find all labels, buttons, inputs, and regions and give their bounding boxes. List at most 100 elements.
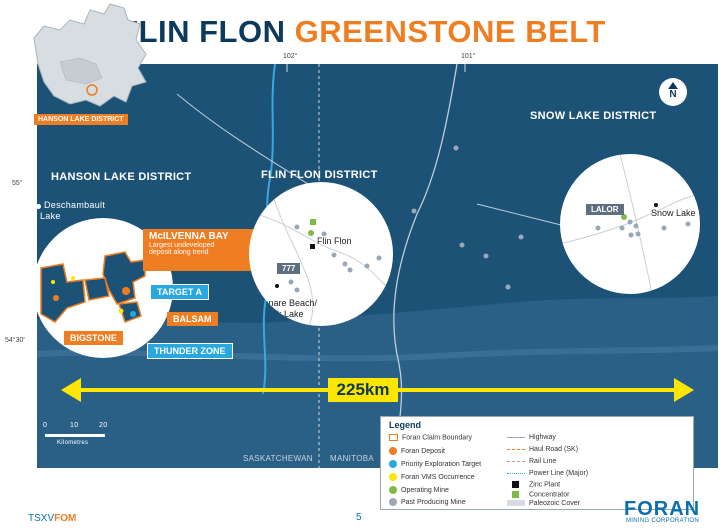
claim-boundary-icon	[389, 434, 398, 441]
target-a-tag: TARGET A	[150, 284, 209, 300]
denare-label: Denare Beach/	[257, 298, 318, 308]
scale-10: 10	[70, 422, 79, 429]
canada-inset-map: HANSON LAKE DISTRICT	[30, 2, 150, 130]
legend-item-power: Power Line (Major)	[507, 470, 588, 477]
mine-777-tag: 777	[277, 263, 301, 274]
shoreline	[37, 345, 718, 362]
hanson-district-label: HANSON LAKE DISTRICT	[51, 171, 192, 183]
inset-hanson-tag: HANSON LAKE DISTRICT	[34, 114, 128, 125]
balsam-tag: BALSAM	[167, 312, 218, 326]
legend-label: Concentrator	[529, 491, 570, 499]
scale-unit: Kilometres	[57, 440, 89, 446]
compass-label: N	[669, 89, 677, 100]
exploration-target-icon	[389, 460, 397, 468]
legend-label: Zinc Plant	[529, 481, 561, 489]
scale-0: 0	[43, 422, 48, 429]
paleozoic-cover-icon	[507, 500, 525, 507]
past-mine	[518, 234, 524, 240]
legend-label: Haul Road (SK)	[529, 446, 579, 453]
highway-icon	[507, 436, 525, 438]
distance-label: 225km	[328, 378, 398, 402]
ticker: TSXVFOM	[28, 513, 76, 524]
map-legend: Legend Foran Claim Boundary Foran Deposi…	[380, 416, 694, 510]
concentrator-icon	[512, 491, 519, 498]
haul-road-icon	[507, 448, 525, 450]
legend-item-operating: Operating Mine	[389, 486, 449, 494]
north-arrow-icon	[668, 82, 678, 89]
vms-occurrence-icon	[389, 473, 397, 481]
lalor-tag: LALOR	[586, 204, 624, 215]
page-title: FLIN FLON GREENSTONE BELT	[0, 14, 725, 50]
flinflon-district-label: FLIN FLON DISTRICT	[261, 169, 378, 181]
flinflon-town-label: Flin Flon	[317, 236, 352, 246]
flinflon-inset-circle: Flin Flon Denare Beach/ Amisk Lake 777	[249, 182, 393, 326]
highway	[393, 64, 458, 468]
past-mine-icon	[389, 498, 397, 506]
snowlake-town-label: Snow Lake	[651, 208, 696, 218]
thunder-zone-tag: THUNDER ZONE	[147, 343, 233, 359]
legend-item-highway: Highway	[507, 434, 556, 441]
power-line-icon	[507, 472, 525, 474]
legend-item-zinc: Zinc Plant	[507, 481, 560, 488]
legend-label: Past Producing Mine	[401, 498, 466, 506]
legend-label: Operating Mine	[401, 486, 449, 494]
past-mine	[459, 242, 465, 248]
longitude-102-label: 102°	[283, 53, 298, 60]
zinc-plant-icon	[512, 481, 519, 488]
hanson-claims	[40, 251, 146, 323]
manitoba-label: MANITOBA	[330, 454, 375, 463]
legend-label: Foran Deposit	[401, 447, 445, 455]
bigstone-tag: BIGSTONE	[64, 331, 123, 345]
snowlake-mines	[560, 154, 700, 294]
legend-item-past: Past Producing Mine	[389, 498, 466, 506]
past-mine	[453, 145, 459, 151]
scale-bar	[45, 434, 105, 437]
amisk-label: Amisk Lake	[257, 309, 304, 319]
longitude-101-label: 101°	[461, 53, 476, 60]
legend-item-vms: Foran VMS Occurrence	[389, 473, 475, 481]
latitude-55-label: 55°	[12, 180, 23, 187]
ticker-prefix: TSXV	[28, 513, 55, 524]
snowlake-district-label: SNOW LAKE DISTRICT	[530, 110, 657, 122]
foran-logo-subtitle: MINING CORPORATION	[626, 518, 699, 524]
legend-item-claim: Foran Claim Boundary	[389, 434, 472, 441]
legend-item-target: Priority Exploration Target	[389, 460, 481, 468]
foran-deposit-icon	[389, 447, 397, 455]
past-mine	[505, 284, 511, 290]
snowlake-inset-circle: Snow Lake LALOR	[560, 154, 700, 294]
title-part1: FLIN FLON	[119, 14, 286, 49]
title-part2: GREENSTONE BELT	[294, 14, 606, 49]
deschambault-label-2: Lake	[40, 211, 61, 221]
legend-label: Priority Exploration Target	[401, 460, 482, 468]
legend-label: Paleozoic Cover	[529, 500, 580, 507]
canada-outline	[33, 3, 147, 107]
mcilvenna-title: McILVENNA BAY	[149, 231, 229, 242]
foran-logo: FORAN	[624, 498, 701, 520]
deschambault-marker	[37, 204, 41, 209]
page-number: 5	[356, 512, 362, 523]
legend-label: Rail Line	[529, 458, 557, 465]
scale-20: 20	[99, 422, 108, 429]
latitude-5430-label: 54°30'	[5, 337, 25, 344]
operating-mine-icon	[389, 486, 397, 494]
past-mine	[483, 253, 489, 259]
saskatchewan-label: SASKATCHEWAN	[243, 454, 313, 463]
mcilvenna-sub-1: Largest undeveloped	[149, 242, 215, 249]
legend-label: Power Line (Major)	[529, 470, 589, 477]
deschambault-label: Deschambault	[44, 200, 106, 210]
flinflon-mines	[249, 182, 393, 326]
ticker-symbol: FOM	[54, 513, 77, 524]
legend-label: Foran Claim Boundary	[402, 434, 473, 442]
compass-icon: N	[659, 78, 687, 106]
legend-item-paleozoic: Paleozoic Cover	[507, 500, 580, 507]
legend-item-rail: Rail Line	[507, 458, 556, 465]
legend-label: Foran VMS Occurrence	[401, 473, 475, 481]
legend-item-deposit: Foran Deposit	[389, 447, 445, 455]
regional-map[interactable]: HANSON LAKE DISTRICT FLIN FLON DISTRICT …	[37, 64, 718, 468]
rail-line-icon	[507, 460, 525, 462]
mcilvenna-sub-2: deposit along trend	[149, 249, 209, 256]
past-mine	[411, 208, 417, 214]
legend-item-concentrator: Concentrator	[507, 491, 569, 498]
legend-item-haul: Haul Road (SK)	[507, 446, 578, 453]
legend-title: Legend	[389, 420, 422, 430]
